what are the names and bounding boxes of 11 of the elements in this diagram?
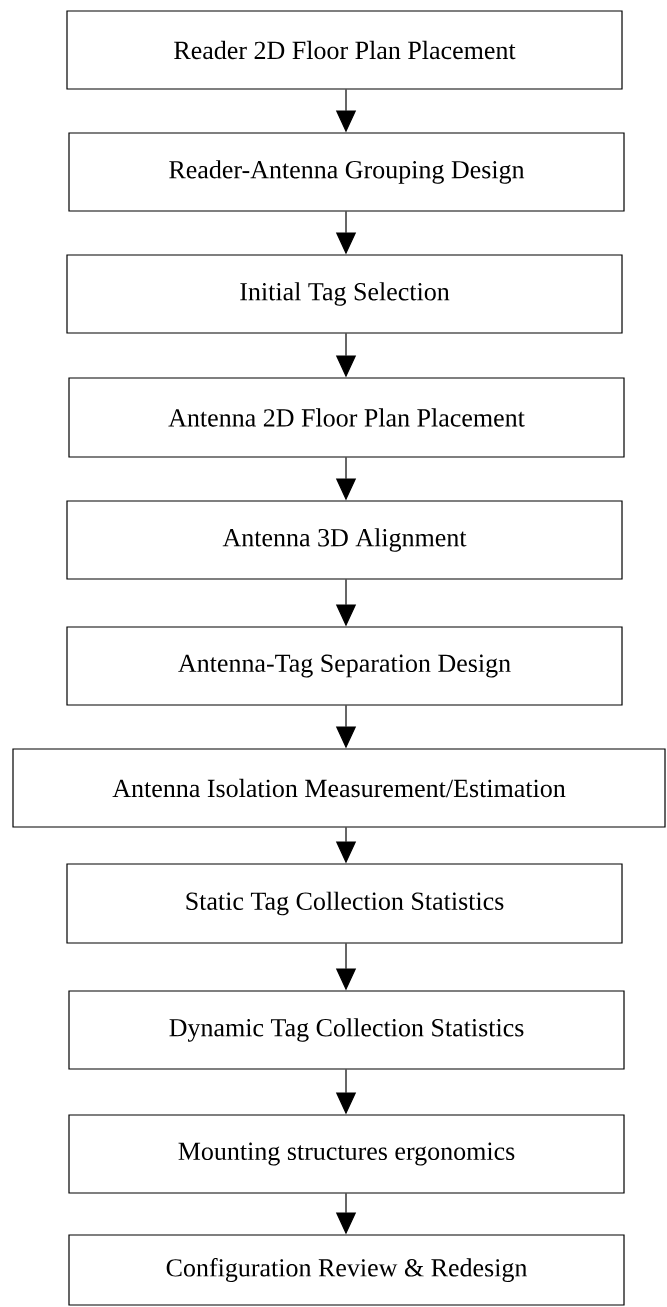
process-box: Antenna Isolation Measurement/Estimation bbox=[12, 748, 666, 828]
process-box: Initial Tag Selection bbox=[66, 254, 623, 334]
process-box: Reader-Antenna Grouping Design bbox=[68, 132, 625, 212]
process-box: Antenna-Tag Separation Design bbox=[66, 626, 623, 706]
process-box: Antenna 2D Floor Plan Placement bbox=[68, 377, 625, 458]
process-box: Mounting structures ergonomics bbox=[68, 1114, 625, 1194]
process-box: Antenna 3D Alignment bbox=[66, 500, 623, 580]
process-box: Dynamic Tag Collection Statistics bbox=[68, 990, 625, 1070]
process-box: Configuration Review & Redesign bbox=[68, 1234, 625, 1306]
process-box: Reader 2D Floor Plan Placement bbox=[66, 10, 623, 90]
process-box: Static Tag Collection Statistics bbox=[66, 863, 623, 944]
